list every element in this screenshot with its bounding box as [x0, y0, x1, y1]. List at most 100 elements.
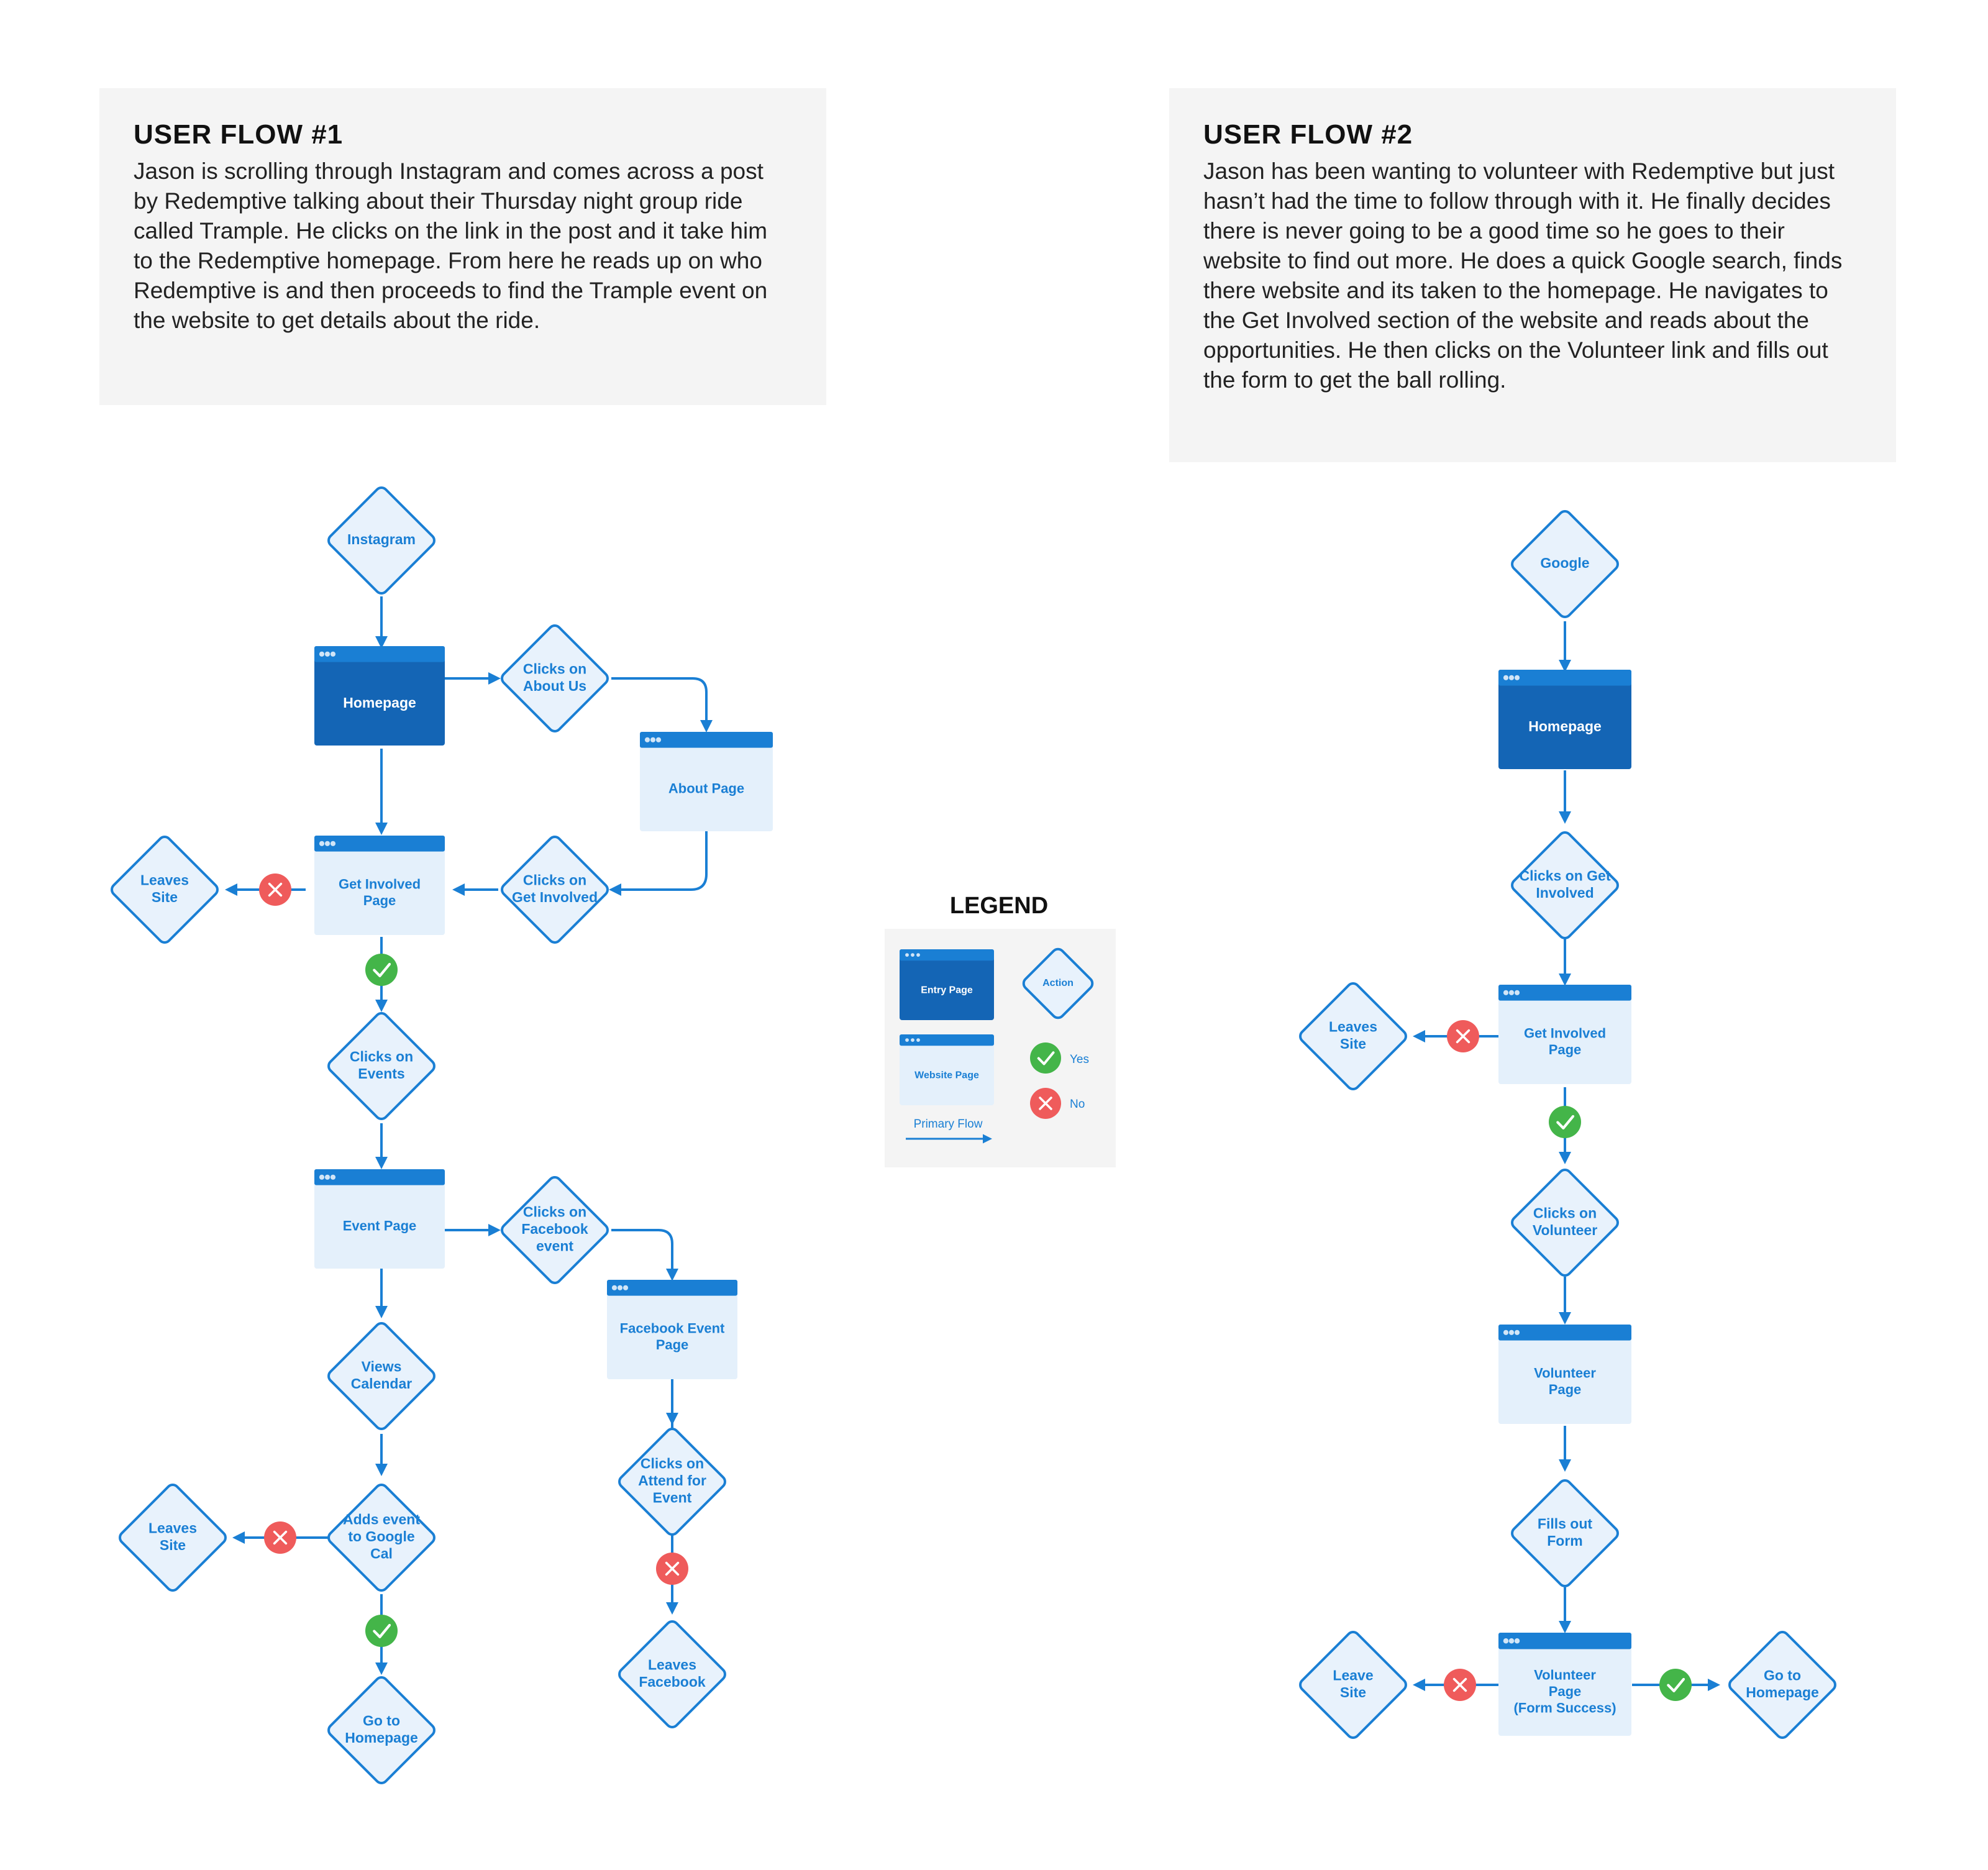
clicks-facebook-event-diamond-label-1: Facebook [521, 1221, 588, 1237]
get-involved-page-label-1: Page [363, 893, 396, 908]
adds-event-google-cal-diamond-label-2: Cal [370, 1546, 393, 1562]
flow-arrow [611, 677, 713, 732]
volunteer-form-success-page-label-0: Volunteer [1534, 1667, 1596, 1683]
leave-site-diamond-shape [1299, 1631, 1407, 1739]
clicks-about-us-diamond-shape [501, 624, 609, 732]
window-dot-icon [1503, 990, 1509, 995]
window-dot-icon [655, 737, 662, 742]
views-calendar-diamond-label-0: Views [362, 1358, 402, 1374]
instagram-diamond: Instagram [327, 486, 435, 595]
flow-arrow [611, 1229, 678, 1281]
go-to-homepage-diamond-label-1: Homepage [345, 1730, 418, 1746]
window-dot-icon [650, 737, 656, 742]
clicks-on-events-diamond-label-0: Clicks on [350, 1048, 413, 1064]
legend-entry-page-body [900, 949, 994, 1020]
about-page-label-0: About Page [668, 781, 744, 796]
event-page-body [314, 1169, 445, 1269]
leaves-site-diamond-shape [119, 1484, 227, 1592]
x-icon [264, 1521, 296, 1554]
adds-event-google-cal-diamond-label-0: Adds event [343, 1511, 420, 1527]
check-icon [1549, 1106, 1581, 1138]
leaves-site-diamond-label-1: Site [160, 1537, 186, 1553]
volunteer-page-label-1: Page [1549, 1382, 1582, 1397]
about-page: About Page [640, 732, 773, 831]
check-icon [1659, 1669, 1692, 1701]
google-diamond-label-0: Google [1540, 555, 1589, 571]
window-dot-icon [1503, 1638, 1509, 1644]
flow-arrow [609, 831, 708, 896]
clicks-attend-event-diamond-label-1: Attend for [638, 1472, 706, 1489]
window-dot-icon [905, 953, 909, 957]
homepage-entry-page-label-0: Homepage [343, 695, 416, 711]
go-to-homepage-diamond-shape [327, 1676, 435, 1784]
about-page-body [640, 732, 773, 831]
fills-out-form-diamond-shape [1511, 1479, 1619, 1587]
leaves-facebook-diamond-label-1: Facebook [639, 1674, 706, 1690]
legend-yes-label: Yes [1070, 1053, 1089, 1066]
clicks-about-us-diamond-label-1: About Us [523, 678, 586, 694]
window-dot-icon [330, 651, 336, 657]
clicks-facebook-event-diamond-label-2: event [536, 1238, 573, 1254]
facebook-event-page-label-1: Page [656, 1337, 689, 1352]
clicks-get-involved-diamond-label-0: Clicks on Get [1520, 867, 1611, 883]
check-icon [365, 1615, 398, 1647]
check-icon [365, 954, 398, 986]
legend-no-label: No [1070, 1098, 1085, 1111]
clicks-on-volunteer-diamond-label-1: Volunteer [1533, 1222, 1597, 1238]
user-flow-2-description: Jason has been wanting to volunteer with… [1203, 158, 1843, 393]
clicks-attend-event-diamond-label-2: Event [653, 1490, 692, 1506]
window-dot-icon [622, 1285, 629, 1290]
instagram-diamond-label-0: Instagram [347, 531, 416, 547]
facebook-event-page-titlebar [607, 1280, 737, 1296]
volunteer-page-body [1498, 1325, 1631, 1424]
adds-event-google-cal-diamond-label-1: to Google [348, 1528, 414, 1544]
leaves-facebook-diamond-shape [618, 1620, 726, 1728]
legend-action-diamond-shape [1022, 947, 1094, 1019]
clicks-on-events-diamond-label-1: Events [358, 1065, 404, 1082]
adds-event-google-cal-diamond-shape [327, 1484, 435, 1592]
legend-primary-flow-label: Primary Flow [914, 1118, 983, 1131]
go-to-homepage-diamond-label-0: Go to [363, 1712, 400, 1728]
homepage-entry-page-body [1498, 670, 1631, 769]
window-dot-icon [319, 841, 325, 846]
leaves-site-diamond-label-1: Site [152, 889, 178, 905]
leaves-site-diamond-shape [1299, 982, 1407, 1090]
window-dot-icon [1508, 675, 1515, 680]
views-calendar-diamond-shape [327, 1322, 435, 1430]
window-dot-icon [916, 1038, 920, 1042]
clicks-get-involved-diamond-shape [1511, 831, 1619, 939]
window-dot-icon [644, 737, 650, 742]
get-involved-page-label-1: Page [1549, 1042, 1582, 1057]
leaves-site-diamond-label-0: Leaves [148, 1520, 197, 1536]
clicks-on-volunteer-diamond-label-0: Clicks on [1533, 1205, 1597, 1221]
legend-entry-page-titlebar [900, 949, 994, 961]
volunteer-form-success-page-titlebar [1498, 1633, 1631, 1649]
window-dot-icon [319, 1174, 325, 1180]
x-icon [1444, 1669, 1476, 1701]
window-dot-icon [324, 651, 331, 657]
leave-site-diamond-label-0: Leave [1333, 1667, 1373, 1683]
x-icon [656, 1553, 688, 1585]
views-calendar-diamond-label-1: Calendar [351, 1375, 412, 1392]
window-dot-icon [1514, 990, 1520, 995]
legend-title: LEGEND [950, 893, 1048, 919]
clicks-facebook-event-diamond-label-0: Clicks on [523, 1203, 586, 1220]
window-dot-icon [330, 1174, 336, 1180]
x-icon [1447, 1020, 1479, 1052]
window-dot-icon [1514, 675, 1520, 680]
clicks-facebook-event-diamond-shape [501, 1176, 609, 1284]
